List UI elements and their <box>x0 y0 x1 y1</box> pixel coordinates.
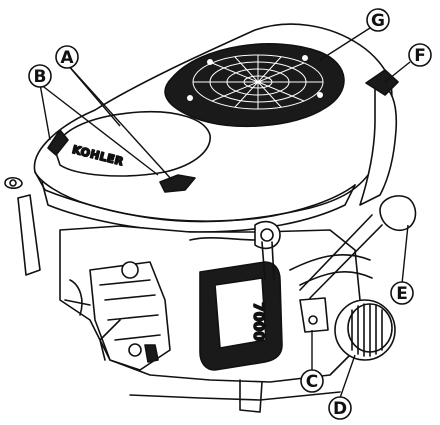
callout-e-label: E <box>396 284 408 304</box>
callout-g-label: G <box>371 11 385 31</box>
engine-illustration: KOHLER 7000 <box>5 24 416 412</box>
callout-f: F <box>409 44 431 66</box>
callout-b: B <box>29 65 51 87</box>
oil-fill-cap <box>335 300 395 360</box>
leader-e <box>402 225 408 284</box>
spark-plug-boot <box>255 222 280 249</box>
callout-a: A <box>56 46 78 68</box>
leader-f <box>385 62 410 82</box>
fuel-pump <box>300 298 328 332</box>
callout-d: D <box>329 397 351 419</box>
callout-b-label: B <box>34 67 47 87</box>
callout-f-label: F <box>414 46 426 66</box>
callout-d-label: D <box>333 399 347 419</box>
callout-c-label: C <box>306 372 318 392</box>
callout-a-label: A <box>60 48 74 68</box>
model-text: 7000 <box>250 302 266 341</box>
left-side-panel <box>18 195 40 275</box>
leader-b1 <box>40 84 50 140</box>
callout-e: E <box>391 282 413 304</box>
callout-c: C <box>301 370 323 392</box>
callout-g: G <box>367 9 389 31</box>
valve-cover: 7000 <box>200 262 282 370</box>
